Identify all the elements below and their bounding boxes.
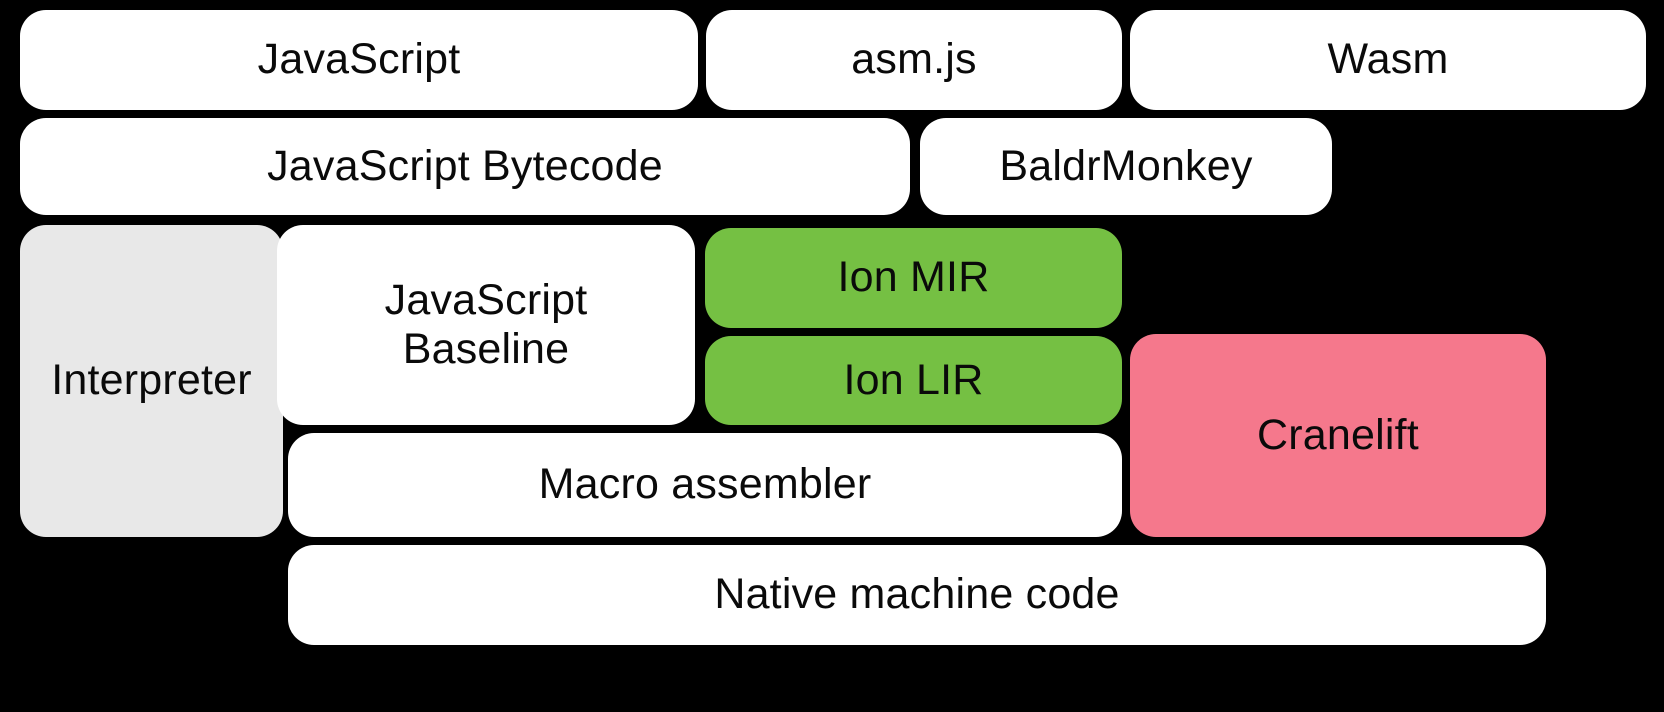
node-baldrmonkey: BaldrMonkey — [920, 118, 1332, 215]
node-ion-mir: Ion MIR — [705, 228, 1122, 328]
node-macro-assembler: Macro assembler — [288, 433, 1122, 537]
node-ion-lir: Ion LIR — [705, 336, 1122, 425]
node-asmjs: asm.js — [706, 10, 1122, 110]
node-javascript: JavaScript — [20, 10, 698, 110]
node-interpreter: Interpreter — [20, 225, 283, 537]
node-js-baseline: JavaScript Baseline — [277, 225, 695, 425]
node-cranelift: Cranelift — [1130, 334, 1546, 537]
node-js-bytecode: JavaScript Bytecode — [20, 118, 910, 215]
node-native-machine-code: Native machine code — [288, 545, 1546, 645]
node-wasm: Wasm — [1130, 10, 1646, 110]
